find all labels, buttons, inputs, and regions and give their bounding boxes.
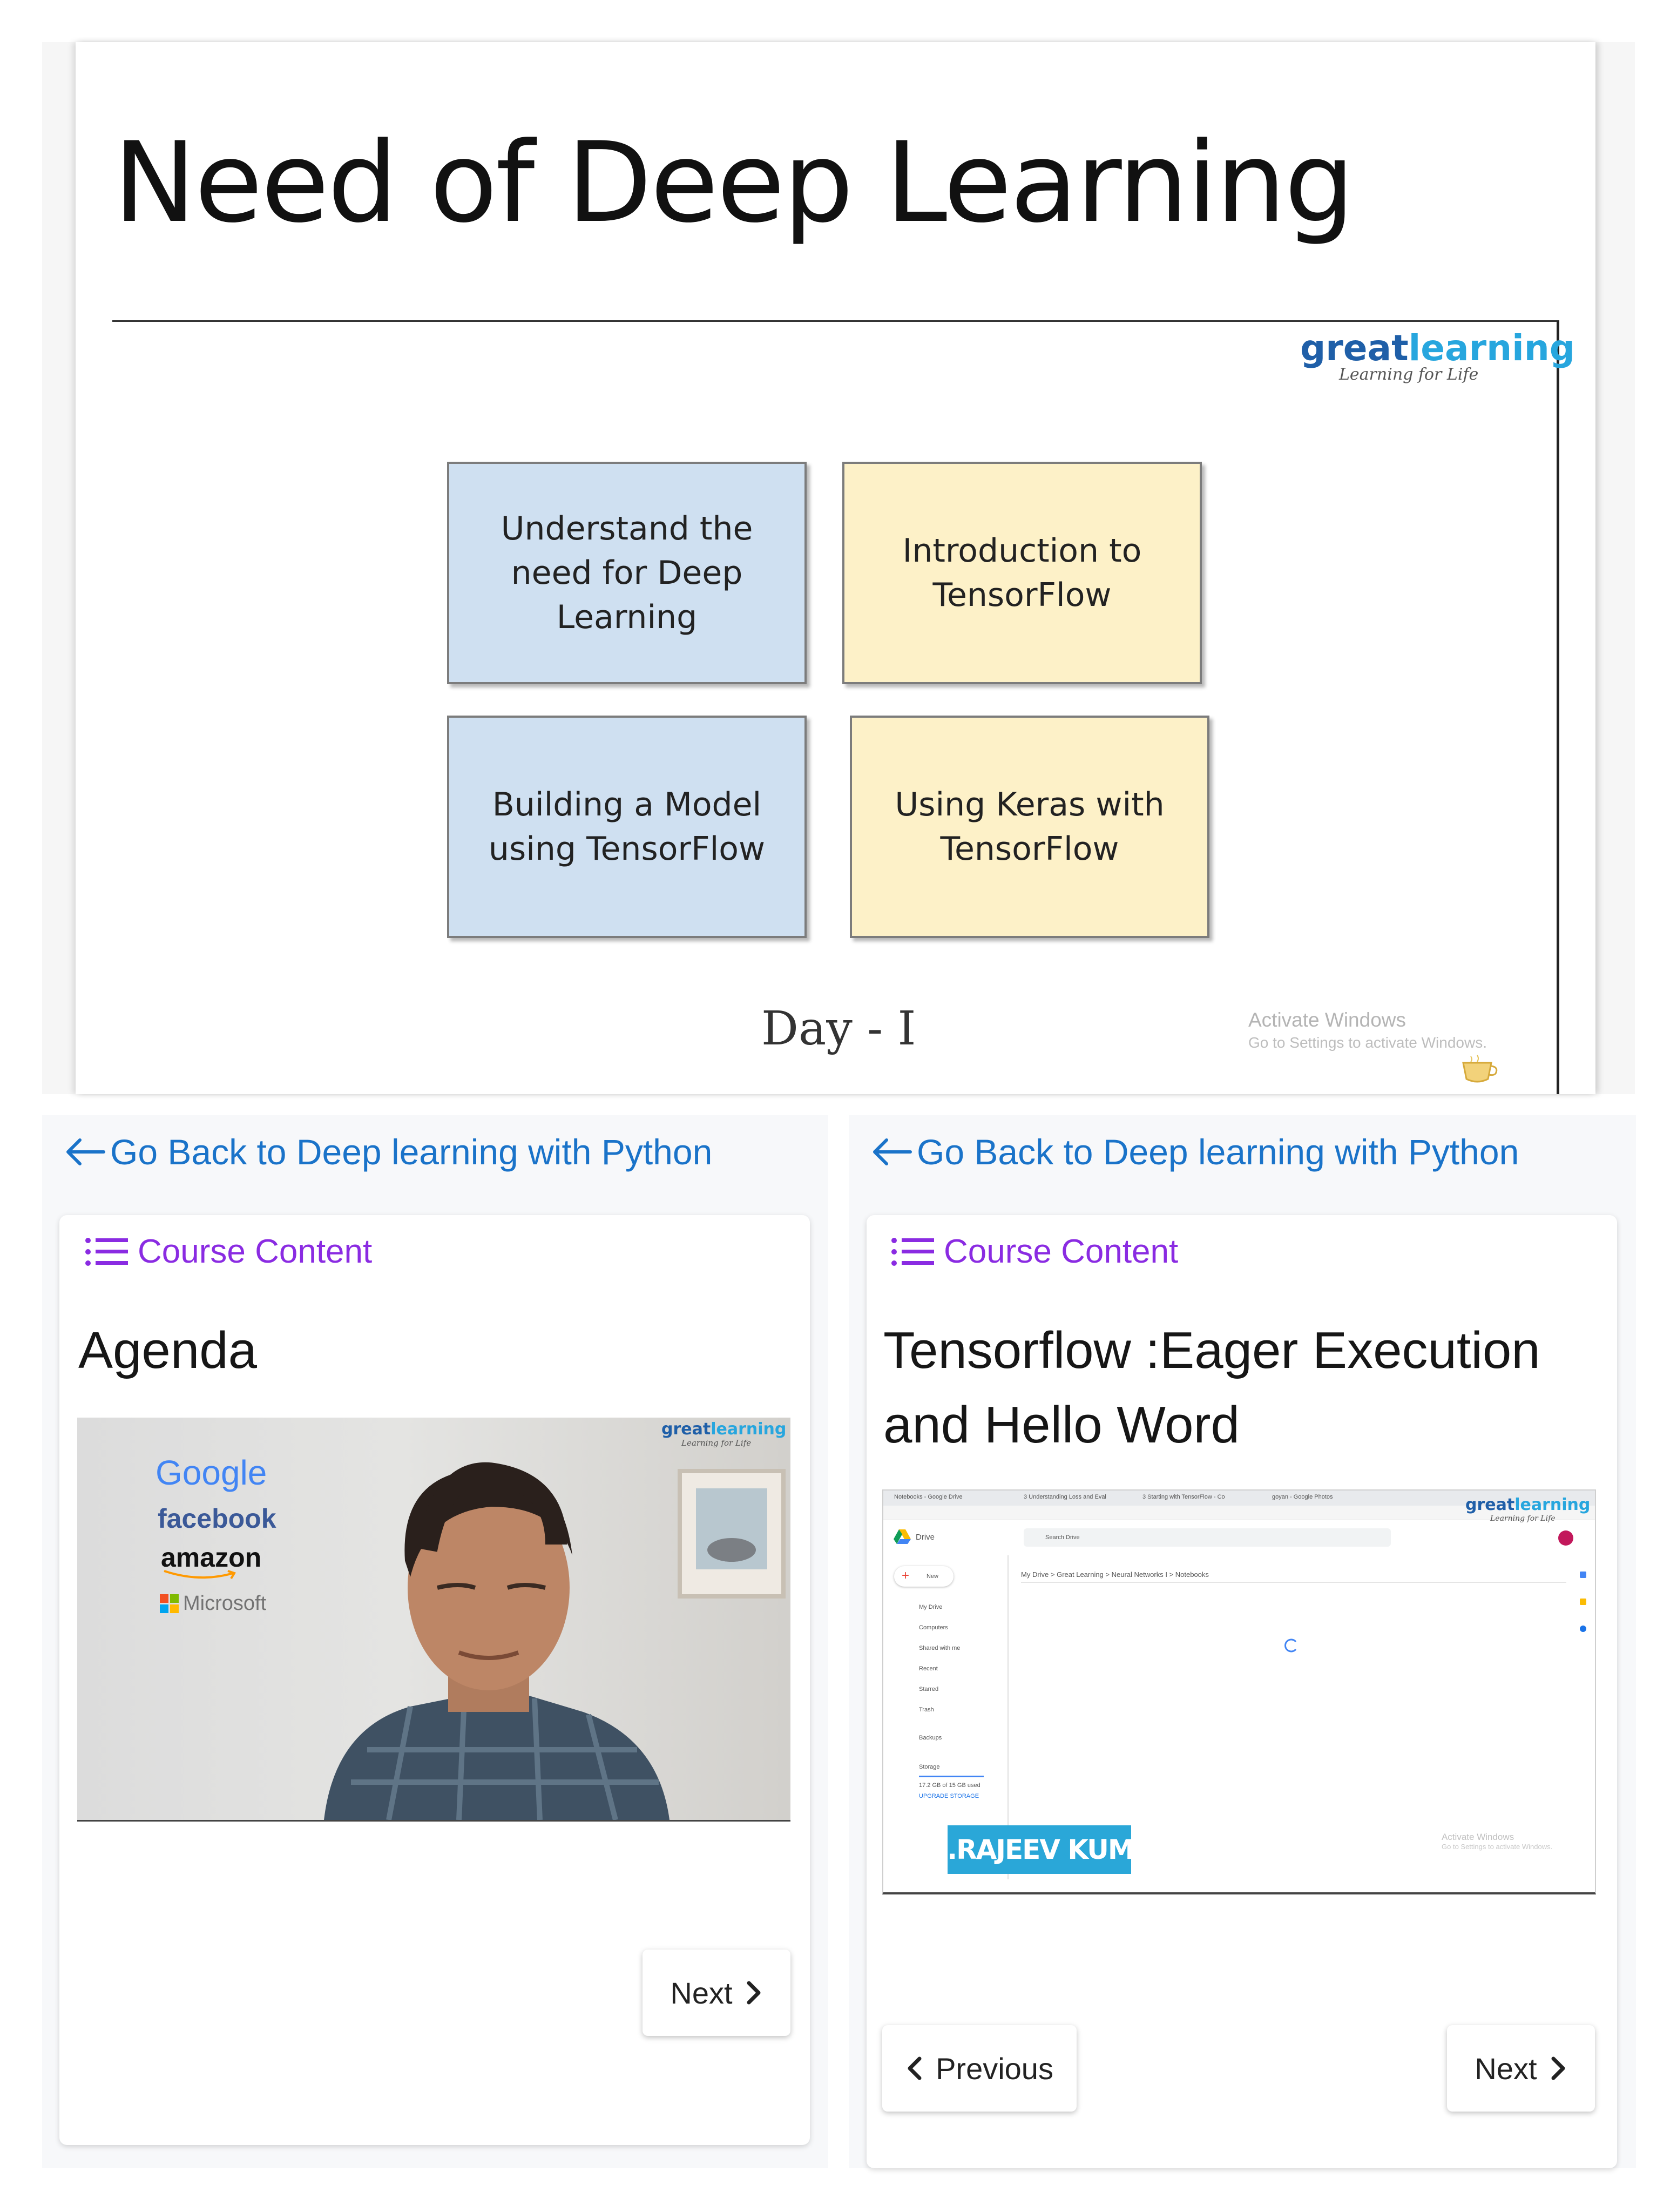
list-icon	[891, 1237, 934, 1266]
loading-spinner-icon	[1284, 1638, 1297, 1653]
next-label: Next	[670, 1975, 733, 2010]
course-content-button[interactable]: Course Content	[84, 1232, 372, 1271]
lesson-title: Tensorflow :Eager Execution and Hello Wo…	[883, 1321, 1540, 1454]
presenter-figure	[324, 1462, 670, 1820]
list-icon	[85, 1237, 128, 1266]
video-logo-tagline: Learning for Life	[681, 1438, 752, 1448]
amazon-smile-icon	[164, 1570, 236, 1580]
brand-microsoft: Microsoft	[160, 1592, 266, 1615]
drive-sidebar-item: Starred	[919, 1686, 939, 1692]
plus-icon: +	[902, 1568, 910, 1583]
activate-windows-watermark: Activate Windows	[1442, 1832, 1514, 1842]
previous-button[interactable]: Previous	[882, 2025, 1077, 2112]
browser-tab: 3 Understanding Loss and Eval	[1024, 1494, 1106, 1500]
chevron-right-icon	[1551, 2056, 1565, 2080]
browser-tab: goyan - Google Photos	[1272, 1494, 1333, 1500]
video-greatlearning-logo: greatlearning	[1465, 1495, 1591, 1514]
drive-sidebar-item: Shared with me	[919, 1645, 961, 1651]
brand-facebook: facebook	[158, 1503, 276, 1534]
breadcrumb-divider	[1021, 1582, 1566, 1583]
course-content-button[interactable]: Course Content	[890, 1232, 1178, 1271]
course-content-label: Course Content	[138, 1233, 373, 1270]
chevron-right-icon	[747, 1981, 761, 2005]
topic-box-keras: Using Keras with TensorFlow	[850, 716, 1209, 938]
sidebar-divider	[1007, 1555, 1009, 1879]
brand-google: Google	[155, 1453, 267, 1492]
brand-amazon: amazon	[161, 1542, 262, 1573]
next-label: Next	[1475, 2051, 1537, 2086]
google-drive-icon	[894, 1529, 911, 1544]
drive-sidebar-item: Trash	[919, 1707, 934, 1713]
next-button[interactable]: Next	[643, 1950, 790, 2036]
storage-bar	[919, 1776, 984, 1777]
video-greatlearning-logo: greatlearning	[661, 1420, 787, 1439]
drive-sidebar-item: Storage	[919, 1764, 940, 1770]
storage-text: 17.2 GB of 15 GB used	[919, 1782, 980, 1789]
topic-box-intro-tensorflow: Introduction to TensorFlow	[842, 462, 1202, 684]
chevron-left-icon	[908, 2056, 922, 2080]
wall-picture-frame	[678, 1469, 786, 1599]
arrow-left-icon	[66, 1138, 105, 1165]
keep-icon	[1580, 1599, 1586, 1605]
course-content-label: Course Content	[944, 1233, 1179, 1270]
topic-box-need: Understand the need for Deep Learning	[447, 462, 807, 684]
browser-address-bar	[883, 1506, 1595, 1520]
next-button[interactable]: Next	[1447, 2025, 1595, 2112]
browser-tab: Notebooks - Google Drive	[894, 1494, 963, 1500]
account-avatar	[1558, 1530, 1573, 1546]
drive-sidebar-item: Recent	[919, 1665, 938, 1672]
video-logo-tagline: Learning for Life	[1490, 1514, 1556, 1523]
day-label: Day - I	[761, 1002, 916, 1056]
previous-label: Previous	[936, 2051, 1053, 2086]
drive-sidebar-item: My Drive	[919, 1604, 943, 1610]
go-back-label: Go Back to Deep learning with Python	[110, 1132, 713, 1172]
go-back-link[interactable]: Go Back to Deep learning with Python	[870, 1131, 1519, 1172]
greatlearning-logo: greatlearning	[1300, 327, 1575, 369]
activate-windows-subtext: Go to Settings to activate Windows.	[1248, 1034, 1487, 1051]
browser-tab: 3 Starting with TensorFlow - Co	[1142, 1494, 1225, 1500]
upgrade-storage-link: UPGRADE STORAGE	[919, 1793, 979, 1799]
topic-box-building-model: Building a Model using TensorFlow	[447, 716, 807, 938]
slide-frame	[112, 320, 1559, 1094]
drive-new-button: + New	[894, 1566, 954, 1587]
tasks-icon	[1580, 1626, 1586, 1632]
go-back-link[interactable]: Go Back to Deep learning with Python	[64, 1131, 712, 1172]
drive-sidebar-item: Computers	[919, 1624, 948, 1631]
coffee-cup-icon	[1462, 1055, 1498, 1083]
drive-breadcrumb: My Drive > Great Learning > Neural Netwo…	[1021, 1570, 1209, 1579]
browser-tab-strip	[883, 1491, 1595, 1506]
logo-tagline: Learning for Life	[1339, 365, 1479, 384]
drive-title: Drive	[916, 1533, 935, 1542]
slide-title: Need of Deep Learning	[113, 119, 1355, 247]
presenter-name-tag: DR.RAJEEV KUMAR	[905, 1825, 1174, 1874]
drive-search-input: Search Drive	[1024, 1528, 1391, 1547]
drive-sidebar-item: Backups	[919, 1735, 942, 1741]
microsoft-logo-icon	[160, 1594, 179, 1613]
calendar-icon	[1580, 1572, 1586, 1578]
go-back-label: Go Back to Deep learning with Python	[917, 1132, 1519, 1172]
arrow-left-icon	[873, 1138, 912, 1165]
lesson-title: Agenda	[78, 1321, 257, 1379]
activate-windows-watermark: Activate Windows	[1248, 1009, 1406, 1031]
activate-windows-subtext: Go to Settings to activate Windows.	[1442, 1843, 1553, 1851]
